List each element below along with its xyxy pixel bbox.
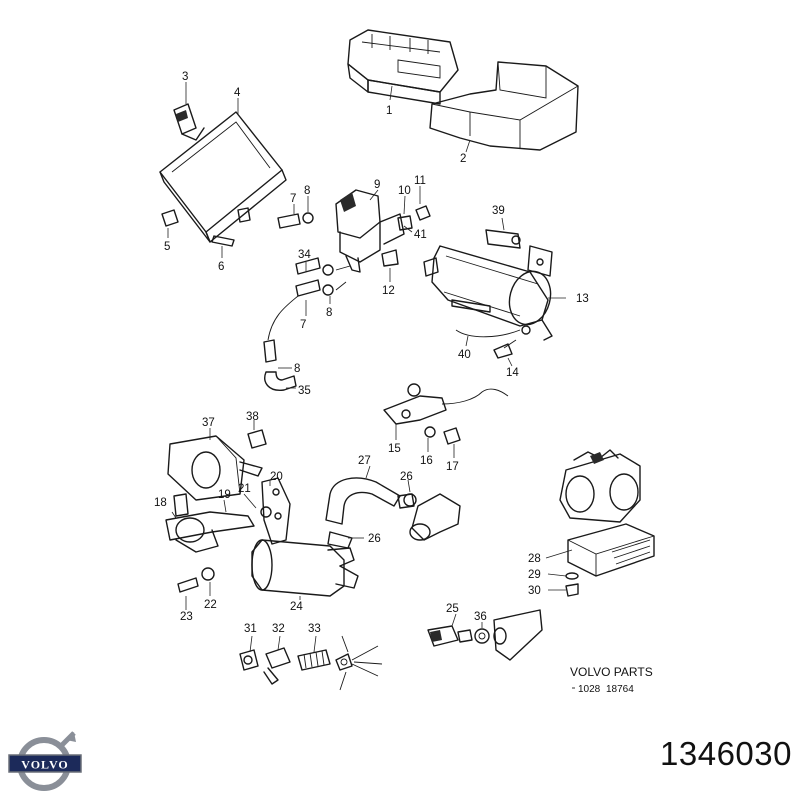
callout-25: 25 <box>446 603 459 615</box>
callout-20: 20 <box>270 471 283 483</box>
parts-3-6-bracket-assembly <box>159 82 287 258</box>
parts-24-26-27-valve-hoses <box>251 465 461 600</box>
callout-26-mid: 26 <box>368 533 381 545</box>
callout-2: 2 <box>460 153 466 165</box>
callout-40: 40 <box>458 349 471 361</box>
callout-16: 16 <box>420 455 433 467</box>
callout-29: 29 <box>528 569 541 581</box>
callout-38: 38 <box>246 411 259 423</box>
ref-code-left: 1028 <box>578 684 601 695</box>
callout-37: 37 <box>202 417 215 429</box>
callout-36: 36 <box>474 611 487 623</box>
callout-4: 4 <box>234 87 241 99</box>
volvo-logo: VOLVO <box>8 731 82 791</box>
parts-7-12-valve-cluster <box>277 186 431 316</box>
callout-24: 24 <box>290 601 303 613</box>
parts-28-30-throttle-module <box>545 449 655 597</box>
callout-8-low: 8 <box>294 363 300 375</box>
ref-code-right: 18764 <box>606 684 634 695</box>
callout-33: 33 <box>308 623 321 635</box>
part-1-control-unit <box>347 29 459 105</box>
callout-31: 31 <box>244 623 257 635</box>
callout-9: 9 <box>374 179 380 191</box>
callout-35: 35 <box>298 385 311 397</box>
callout-8-top: 8 <box>304 185 310 197</box>
callout-34: 34 <box>298 249 311 261</box>
parts-37-38-cushion <box>167 420 267 501</box>
callout-30: 30 <box>528 585 541 597</box>
callout-11: 11 <box>414 175 426 187</box>
parts-8-35-hose <box>263 295 299 391</box>
part-number: 1346030 <box>660 735 792 772</box>
callout-39: 39 <box>492 205 505 217</box>
callout-27: 27 <box>358 455 371 467</box>
part-2-cover <box>429 61 579 153</box>
parts-13-14-39-40-coil <box>423 217 566 367</box>
callout-22: 22 <box>204 599 217 611</box>
callout-5: 5 <box>164 241 170 253</box>
callout-15: 15 <box>388 443 401 455</box>
callout-7-top: 7 <box>290 193 296 205</box>
callout-23: 23 <box>180 611 193 623</box>
callout-17: 17 <box>446 461 459 473</box>
callout-6: 6 <box>218 261 224 273</box>
callout-12: 12 <box>382 285 395 297</box>
callout-18: 18 <box>154 497 167 509</box>
callout-19: 19 <box>218 489 231 501</box>
callout-1: 1 <box>386 105 392 117</box>
parts-31-33-hardware <box>239 635 383 691</box>
callout-13: 13 <box>576 293 589 305</box>
parts-25-36-temp-sensor <box>427 609 543 661</box>
callout-10: 10 <box>398 185 411 197</box>
callout-7-mid: 7 <box>300 319 306 331</box>
callout-3: 3 <box>182 71 188 83</box>
callout-14: 14 <box>506 367 519 379</box>
parts-15-16-17-sensor <box>383 383 509 458</box>
brand-label: VOLVO PARTS <box>570 665 653 679</box>
parts-18-23-bracket <box>165 477 291 610</box>
callout-32: 32 <box>272 623 285 635</box>
callout-21: 21 <box>238 483 251 495</box>
callout-8-mid: 8 <box>326 307 332 319</box>
callout-26-top: 26 <box>400 471 413 483</box>
callout-28: 28 <box>528 553 541 565</box>
volvo-wordmark: VOLVO <box>21 758 68 772</box>
callout-labels: 1 2 3 4 5 6 7 8 9 10 11 41 39 34 12 13 7… <box>154 71 589 635</box>
callout-41: 41 <box>414 229 427 241</box>
